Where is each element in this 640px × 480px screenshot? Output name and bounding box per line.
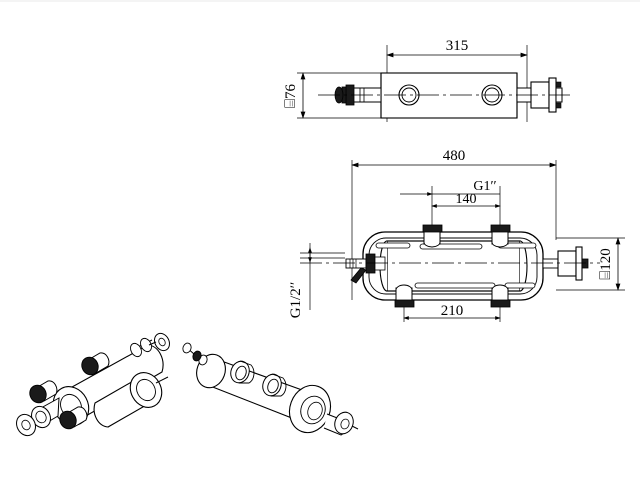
main-view-bottom-port-1-saddle <box>395 284 413 291</box>
iso-view-left-group <box>16 332 170 437</box>
main-view-valve-handle <box>350 267 367 284</box>
main-view-right-neck <box>542 258 559 269</box>
iso-left-valve-handwheel-hub <box>158 337 166 347</box>
main-view-right-connector-body <box>557 250 577 277</box>
dim-label-d76: ⌸76 <box>283 84 299 109</box>
iso-right-union-nut-bore <box>340 418 350 430</box>
iso-left-port-b-flange <box>81 356 99 376</box>
dim-label-140: 140 <box>456 192 477 207</box>
top-view-group: 315 ⌸76 <box>283 38 570 122</box>
main-view-valve-stem <box>374 256 386 271</box>
main-view-valve-block <box>365 253 376 274</box>
callout-label-g1: G1′′ <box>473 179 496 194</box>
iso-left-union-nut-bore <box>21 419 31 431</box>
main-view-right-connector-flange <box>575 246 583 281</box>
main-view-group: 480 G1′′ 140 210 ⌸120 G1/2′′ <box>288 148 625 322</box>
iso-right-front-bore-inner <box>307 401 323 421</box>
iso-left-valve-body <box>130 342 142 358</box>
iso-right-port-2-inner <box>267 378 279 394</box>
main-view-bottom-port-2-flange <box>490 299 511 308</box>
main-view-top-port-2-saddle <box>491 241 509 248</box>
dim-label-480: 480 <box>443 148 466 164</box>
main-view-slot-top-left <box>375 242 411 249</box>
iso-left-end-cap-bore <box>35 410 47 424</box>
iso-right-port-1-boss <box>239 360 255 384</box>
main-view-slot-bottom-right <box>504 282 536 289</box>
iso-right-port-2-boss <box>271 373 287 397</box>
main-view-top-port-2-flange <box>490 224 511 233</box>
iso-left-port-c-flange <box>59 410 77 430</box>
main-view-bottom-port-2-saddle <box>491 284 509 291</box>
dim-label-315: 315 <box>446 38 469 54</box>
iso-left-branch-bore <box>136 378 156 402</box>
iso-left-port-a-flange <box>29 384 47 404</box>
main-view-bottom-port-1-flange <box>394 299 415 308</box>
top-view-right-connector-nut-top <box>555 81 562 88</box>
main-view-top-port-1-saddle <box>423 241 441 248</box>
iso-left-valve-collar <box>140 337 152 353</box>
top-view-right-connector-nut-bottom <box>555 102 562 109</box>
iso-right-rear-end-cap <box>182 342 192 354</box>
iso-view-right-group <box>182 342 359 436</box>
main-view-top-port-1-flange <box>422 224 443 233</box>
iso-left-valve-link <box>148 341 157 346</box>
dim-label-210: 210 <box>441 303 464 319</box>
iso-right-port-1-inner <box>235 365 247 381</box>
iso-left-branch-outlet <box>155 376 169 384</box>
dim-label-d120: ⌸120 <box>598 248 614 280</box>
iso-right-rear-nut <box>192 350 202 362</box>
main-view-right-connector-stem <box>581 258 589 269</box>
iso-right-union-tail <box>351 425 359 430</box>
callout-label-g12: G1/2′′ <box>288 282 304 319</box>
main-view-slot-bottom <box>414 282 496 289</box>
